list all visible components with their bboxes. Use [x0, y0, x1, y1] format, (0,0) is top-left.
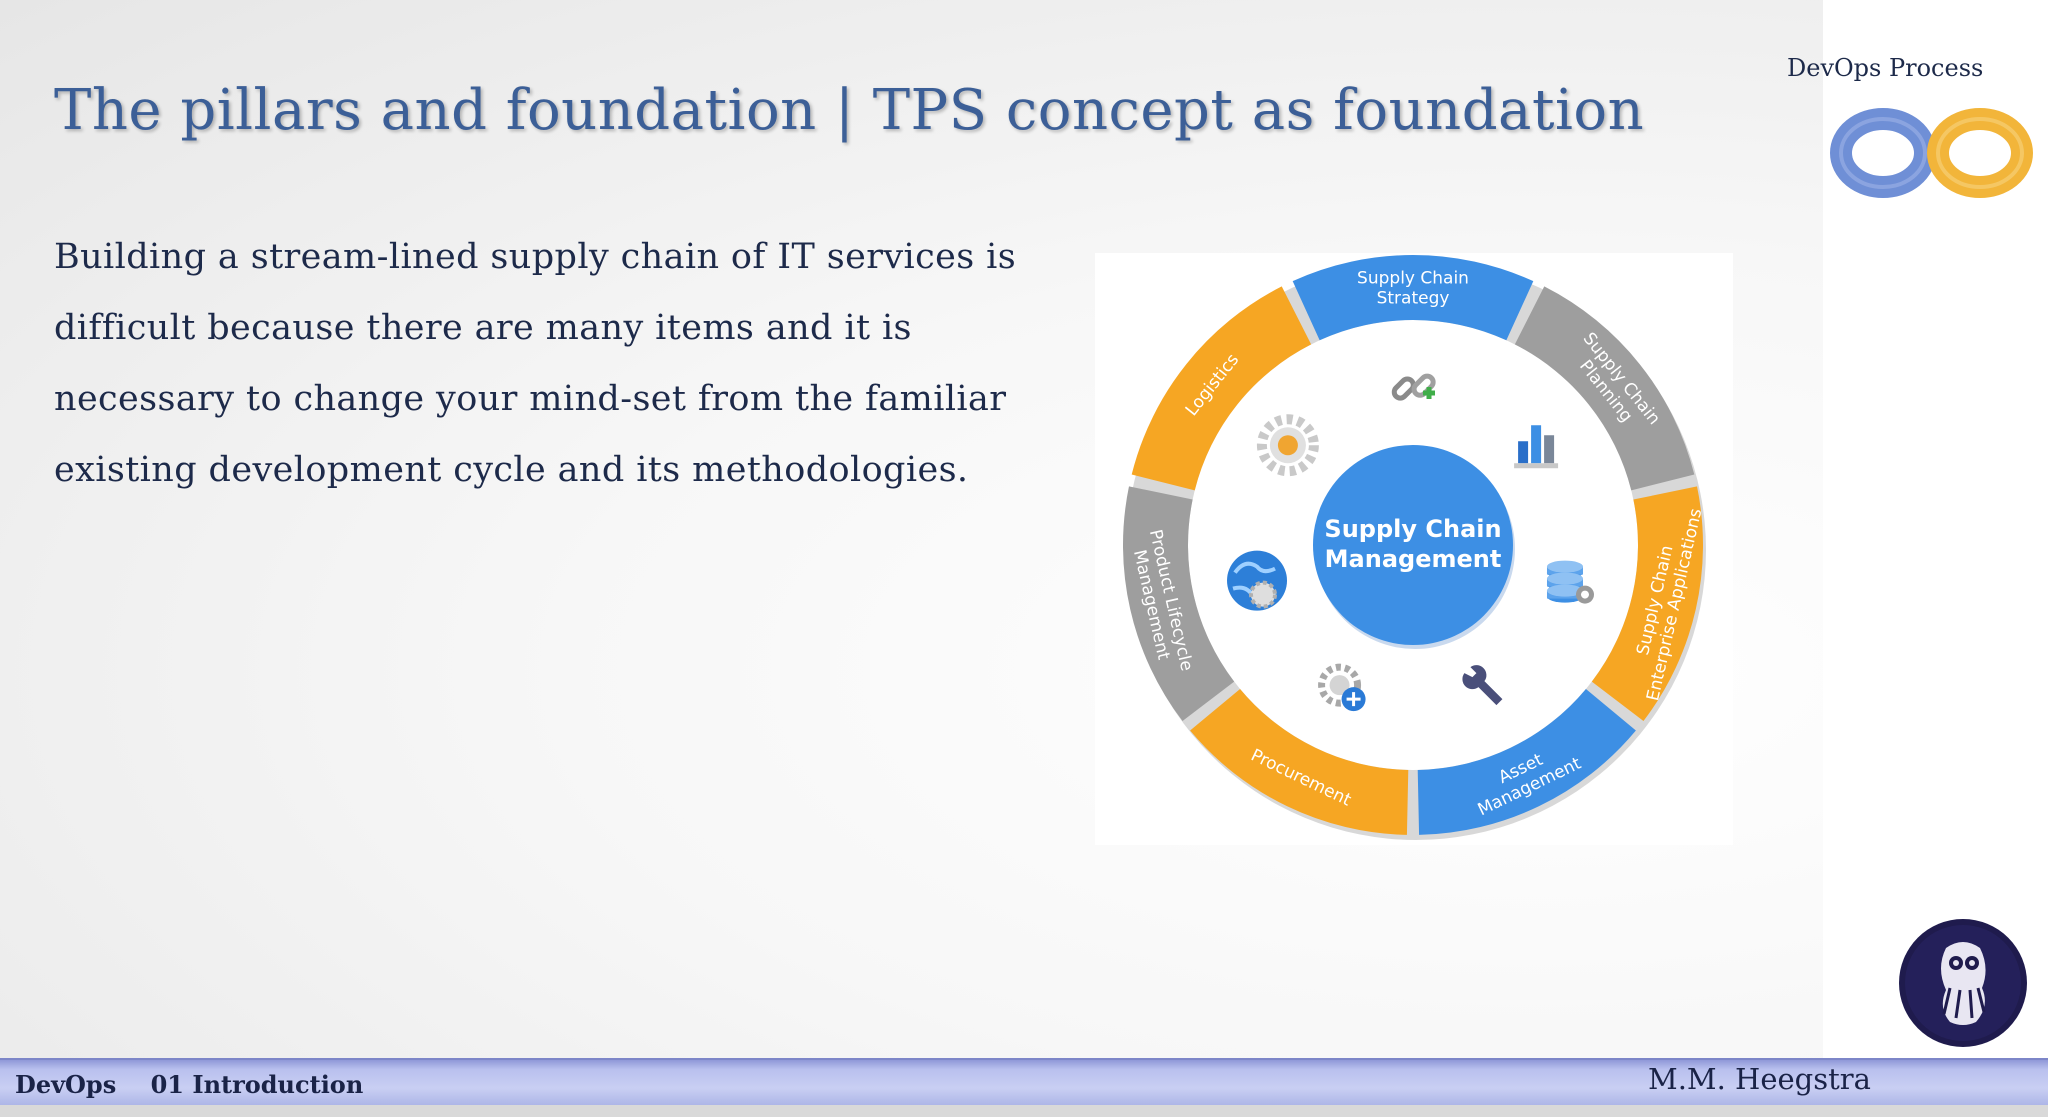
- wrench-icon: [1462, 665, 1503, 706]
- chain-link-icon: [1391, 373, 1436, 401]
- gear-plus-icon: [1318, 663, 1366, 712]
- wheel-segment: [1131, 286, 1312, 491]
- devops-process-label: DevOps Process: [1787, 54, 1984, 82]
- footer-author: M.M. Heegstra: [1648, 1062, 1871, 1096]
- wheel-segment: [1591, 486, 1703, 722]
- center-label: Management: [1325, 545, 1502, 573]
- body-line: existing development cycle and its metho…: [54, 450, 969, 490]
- footer-left: DevOps 01 Introduction: [15, 1070, 363, 1099]
- wheel-segment: [1514, 286, 1695, 491]
- wheel-segment: [1417, 688, 1636, 835]
- footer-bar: DevOps 01 Introduction M.M. Heegstra: [0, 1058, 2048, 1107]
- wheel-segment: [1190, 688, 1409, 835]
- body-line: difficult because there are many items a…: [54, 308, 912, 348]
- footer-chapter: 01 Introduction: [150, 1070, 364, 1099]
- slide-body: Building a stream-lined supply chain of …: [54, 222, 1054, 506]
- footer-course: DevOps: [15, 1070, 117, 1099]
- database-icon: [1546, 560, 1594, 604]
- devops-infinity-icon: [1830, 108, 2033, 198]
- footer-strip: [0, 1105, 2048, 1117]
- slide-title: The pillars and foundation | TPS concept…: [54, 78, 1645, 143]
- owl-badge-icon: [1899, 919, 2027, 1047]
- body-line: Building a stream-lined supply chain of …: [54, 237, 1017, 277]
- bar-chart-icon: [1514, 425, 1559, 469]
- globe-gear-icon: [1227, 550, 1288, 611]
- center-label: Supply Chain: [1324, 515, 1501, 543]
- center-circle: [1313, 445, 1513, 645]
- segment-label-text: Supply Chain: [1357, 269, 1469, 289]
- gear-icon: [1256, 414, 1319, 477]
- wheel-segment: [1292, 254, 1534, 341]
- wheel-segment: [1123, 486, 1235, 722]
- segment-label-text: Strategy: [1377, 289, 1450, 309]
- body-line: necessary to change your mind-set from t…: [54, 379, 1007, 419]
